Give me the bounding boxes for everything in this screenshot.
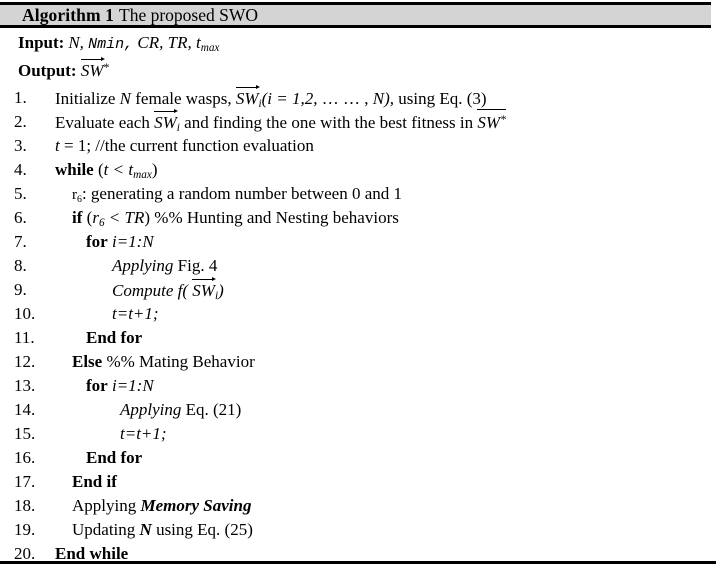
step-number: 13.: [14, 376, 36, 395]
step-text: t=t+1;: [112, 304, 159, 323]
r6-variable: r6: [72, 187, 82, 205]
output-label: Output:: [18, 61, 77, 80]
algorithm-step: 9. Compute f( SWi): [0, 276, 725, 304]
vector-sw: SW: [154, 108, 178, 133]
step-number: 19.: [14, 520, 36, 539]
step-number: 16.: [14, 448, 36, 467]
step-text: End for: [86, 328, 143, 347]
output-vector-sw: SW: [80, 56, 105, 81]
step-number: 4.: [14, 160, 27, 179]
step-number: 1.: [14, 88, 27, 107]
step-number: 18.: [14, 496, 36, 515]
algorithm-step: 6. if (r6 < TR) %% Hunting and Nesting b…: [0, 208, 725, 232]
step-text: Compute f( SWi): [112, 276, 224, 302]
step-text: for i=1:N: [86, 376, 154, 395]
algorithm-title: The proposed SWO: [119, 4, 259, 25]
overline-icon: [477, 108, 506, 110]
algorithm-step: 15. t=t+1;: [0, 424, 725, 448]
output-line: Output: SW*: [18, 56, 110, 81]
step-text: Applying Eq. (21): [120, 400, 242, 419]
vector-sw: SW: [192, 276, 216, 301]
input-value-tmax: tmax: [195, 33, 220, 55]
vector-sw: SW: [235, 84, 260, 109]
step-text: Updating N using Eq. (25): [72, 520, 253, 539]
step-text: while (t < tmax): [55, 160, 158, 182]
algorithm-step: 3. t = 1; //the current function evaluat…: [0, 136, 725, 160]
algorithm-step: 1. Initialize N female wasps, SWi(i = 1,…: [0, 84, 725, 112]
input-label: Input:: [18, 33, 65, 52]
algorithm-label: Algorithm 1: [22, 4, 114, 25]
algorithm-step: 11. End for: [0, 328, 725, 352]
step-text: for i=1:N: [86, 232, 154, 251]
algorithm-step: 10. t=t+1;: [0, 304, 725, 328]
input-value-n: N,: [68, 33, 84, 52]
step-number: 12.: [14, 352, 36, 371]
input-value-cr-tr: CR, TR,: [137, 33, 192, 52]
step-text: End for: [86, 448, 143, 467]
step-number: 2.: [14, 112, 27, 131]
algorithm-step: 16. End for: [0, 448, 725, 472]
algorithm-step: 19. Updating N using Eq. (25): [0, 520, 725, 544]
step-text: End while: [55, 544, 129, 563]
algorithm-step: 20. End while: [0, 544, 725, 568]
step-number: 17.: [14, 472, 36, 491]
step-text: Applying Fig. 4: [112, 256, 218, 275]
algorithm-header: Algorithm 1 The proposed SWO: [0, 2, 711, 28]
input-value-nmin: Nmin,: [88, 36, 134, 53]
algorithm-step: 17. End if: [0, 472, 725, 496]
algorithm-step: 5. r6: generating a random number betwee…: [0, 184, 725, 208]
input-line: Input:N, Nmin, CR, TR, tmax: [18, 33, 220, 55]
step-number: 11.: [14, 328, 35, 347]
vector-sw-star: SW*: [477, 108, 506, 133]
step-number: 8.: [14, 256, 27, 275]
output-star: *: [103, 60, 110, 75]
step-number: 20.: [14, 544, 36, 563]
step-number: 5.: [14, 184, 27, 203]
step-number: 9.: [14, 280, 27, 299]
step-text: End if: [72, 472, 117, 491]
algorithm-step: 8. Applying Fig. 4: [0, 256, 725, 280]
step-text: Initialize N female wasps, SWi(i = 1,2, …: [55, 84, 487, 110]
step-number: 3.: [14, 136, 27, 155]
step-number: 10.: [14, 304, 36, 323]
step-number: 15.: [14, 424, 36, 443]
algorithm-step: 12. Else %% Mating Behavior: [0, 352, 725, 376]
step-text: Else %% Mating Behavior: [72, 352, 255, 371]
algorithm-step: 14. Applying Eq. (21): [0, 400, 725, 424]
step-number: 7.: [14, 232, 27, 251]
algorithm-step: 18. Applying Memory Saving: [0, 496, 725, 520]
step-text: Evaluate each SWi and finding the one wi…: [55, 108, 506, 134]
algorithm-step: 13. for i=1:N: [0, 376, 725, 400]
step-text: if (r6 < TR) %% Hunting and Nesting beha…: [72, 208, 399, 230]
algorithm-step: 7. for i=1:N: [0, 232, 725, 256]
algorithm-step: 2. Evaluate each SWi and finding the one…: [0, 108, 725, 136]
algorithm-bottom-rule: [0, 561, 716, 564]
t-max: tmax: [128, 160, 152, 182]
step-text: r6: generating a random number between 0…: [72, 184, 402, 205]
step-text: t=t+1;: [120, 424, 167, 443]
step-number: 6.: [14, 208, 27, 227]
r6-variable: r6: [92, 208, 105, 230]
step-text: Applying Memory Saving: [72, 496, 252, 515]
step-text: t = 1; //the current function evaluation: [55, 136, 314, 155]
step-number: 14.: [14, 400, 36, 419]
algorithm-step: 4. while (t < tmax): [0, 160, 725, 184]
